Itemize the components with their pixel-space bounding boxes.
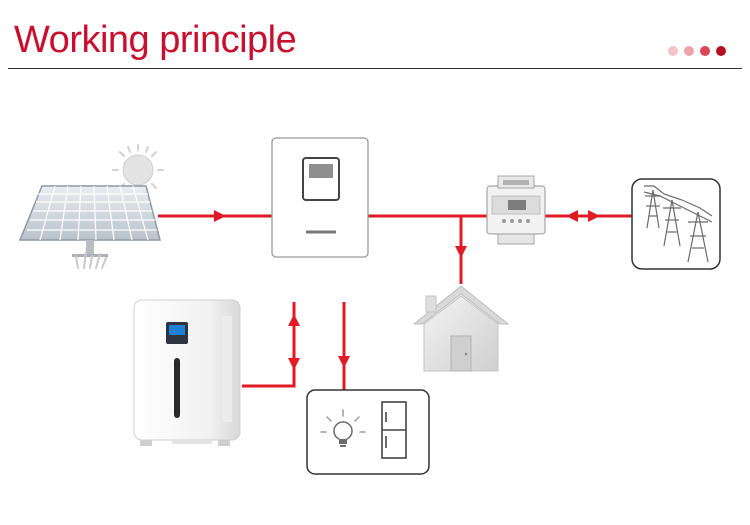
utility-grid-panel xyxy=(631,178,721,270)
light-bulb-icon xyxy=(320,409,366,447)
battery-storage-icon xyxy=(133,299,241,446)
house-icon xyxy=(412,285,510,372)
inverter-icon xyxy=(271,137,369,258)
power-tower-icon xyxy=(643,185,713,263)
page-indicator xyxy=(668,46,726,58)
page-indicator-dot-4[interactable] xyxy=(716,46,726,56)
energy-meter-icon xyxy=(486,175,546,245)
flow-to-loads xyxy=(338,302,350,392)
flow-solar-to-inverter xyxy=(158,210,272,222)
appliances-icon xyxy=(306,389,430,475)
page-indicator-dot-2[interactable] xyxy=(684,46,694,56)
flow-to-house xyxy=(455,216,467,284)
page-indicator-dot-3[interactable] xyxy=(700,46,710,56)
flow-meter-to-grid xyxy=(545,210,632,222)
flow-battery-inverter xyxy=(242,302,300,388)
solar-panel-icon xyxy=(18,185,161,269)
title-divider xyxy=(8,68,742,69)
page-title: Working principle xyxy=(14,19,297,61)
refrigerator-icon xyxy=(381,401,407,459)
page-indicator-dot-1[interactable] xyxy=(668,46,678,56)
